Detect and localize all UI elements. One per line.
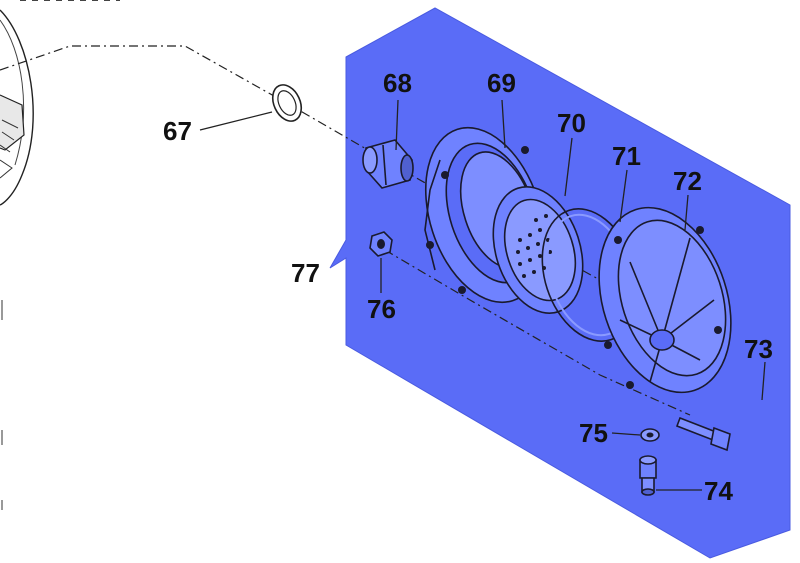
callout-69: 69: [487, 68, 516, 98]
pump-housing-fragment: [0, 0, 120, 510]
washer-part: [640, 428, 660, 442]
callout-77: 77: [291, 258, 320, 288]
leader-68: [395, 99, 399, 151]
leader-72: [684, 194, 689, 231]
leader-67: [199, 111, 273, 131]
leader-69: [501, 99, 506, 149]
callout-75: 75: [579, 418, 608, 448]
callout-73: 73: [744, 334, 773, 364]
callout-67: 67: [163, 116, 192, 146]
axis-line-lower: [384, 249, 691, 416]
nut-part: [369, 231, 393, 257]
drain-plug-part: [639, 455, 657, 496]
o-ring-part: [271, 84, 303, 122]
leader-73: [761, 361, 766, 401]
callout-74: 74: [704, 476, 733, 506]
leader-71: [619, 169, 628, 223]
fitting-part: [362, 139, 414, 189]
callout-76: 76: [367, 294, 396, 324]
callout-68: 68: [383, 68, 412, 98]
leader-75: [611, 432, 641, 436]
callout-72: 72: [673, 166, 702, 196]
callout-70: 70: [557, 108, 586, 138]
cover-part: [598, 206, 732, 394]
callout-71: 71: [612, 141, 641, 171]
bolt-part: [675, 416, 731, 452]
leader-70: [564, 137, 573, 197]
